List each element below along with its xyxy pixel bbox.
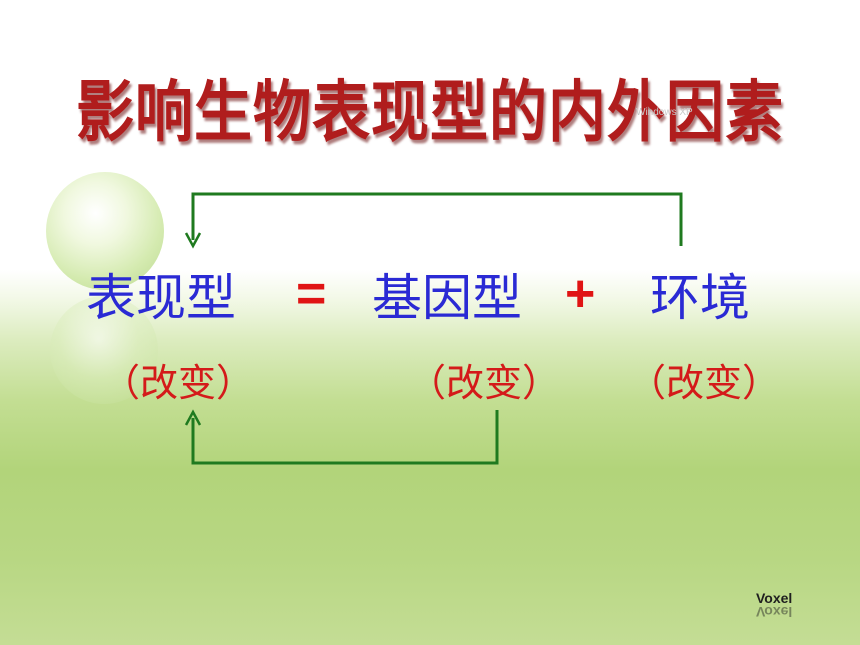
phenotype-change-label: （改变） bbox=[102, 361, 255, 405]
watermark-text: Windows XP bbox=[636, 107, 693, 118]
genotype-change-label: （改变） bbox=[408, 361, 561, 405]
phenotype-term: 表现型 bbox=[86, 269, 236, 327]
environment-term: 环境 bbox=[650, 269, 750, 327]
plus-sign: + bbox=[565, 265, 596, 323]
voxel-logo: Voxel bbox=[756, 590, 793, 606]
equals-sign: = bbox=[296, 265, 327, 323]
voxel-logo-reflection: Voxel bbox=[756, 604, 793, 620]
genotype-term: 基因型 bbox=[372, 269, 522, 327]
decorative-bubble-reflection bbox=[50, 296, 158, 404]
arrow-environment-to-phenotype bbox=[184, 192, 683, 249]
environment-change-label: （改变） bbox=[628, 361, 781, 405]
decorative-bubble bbox=[46, 172, 164, 290]
slide-title: 影响生物表现型的内外因素 bbox=[75, 72, 784, 152]
arrow-genotype-to-phenotype bbox=[184, 409, 499, 465]
